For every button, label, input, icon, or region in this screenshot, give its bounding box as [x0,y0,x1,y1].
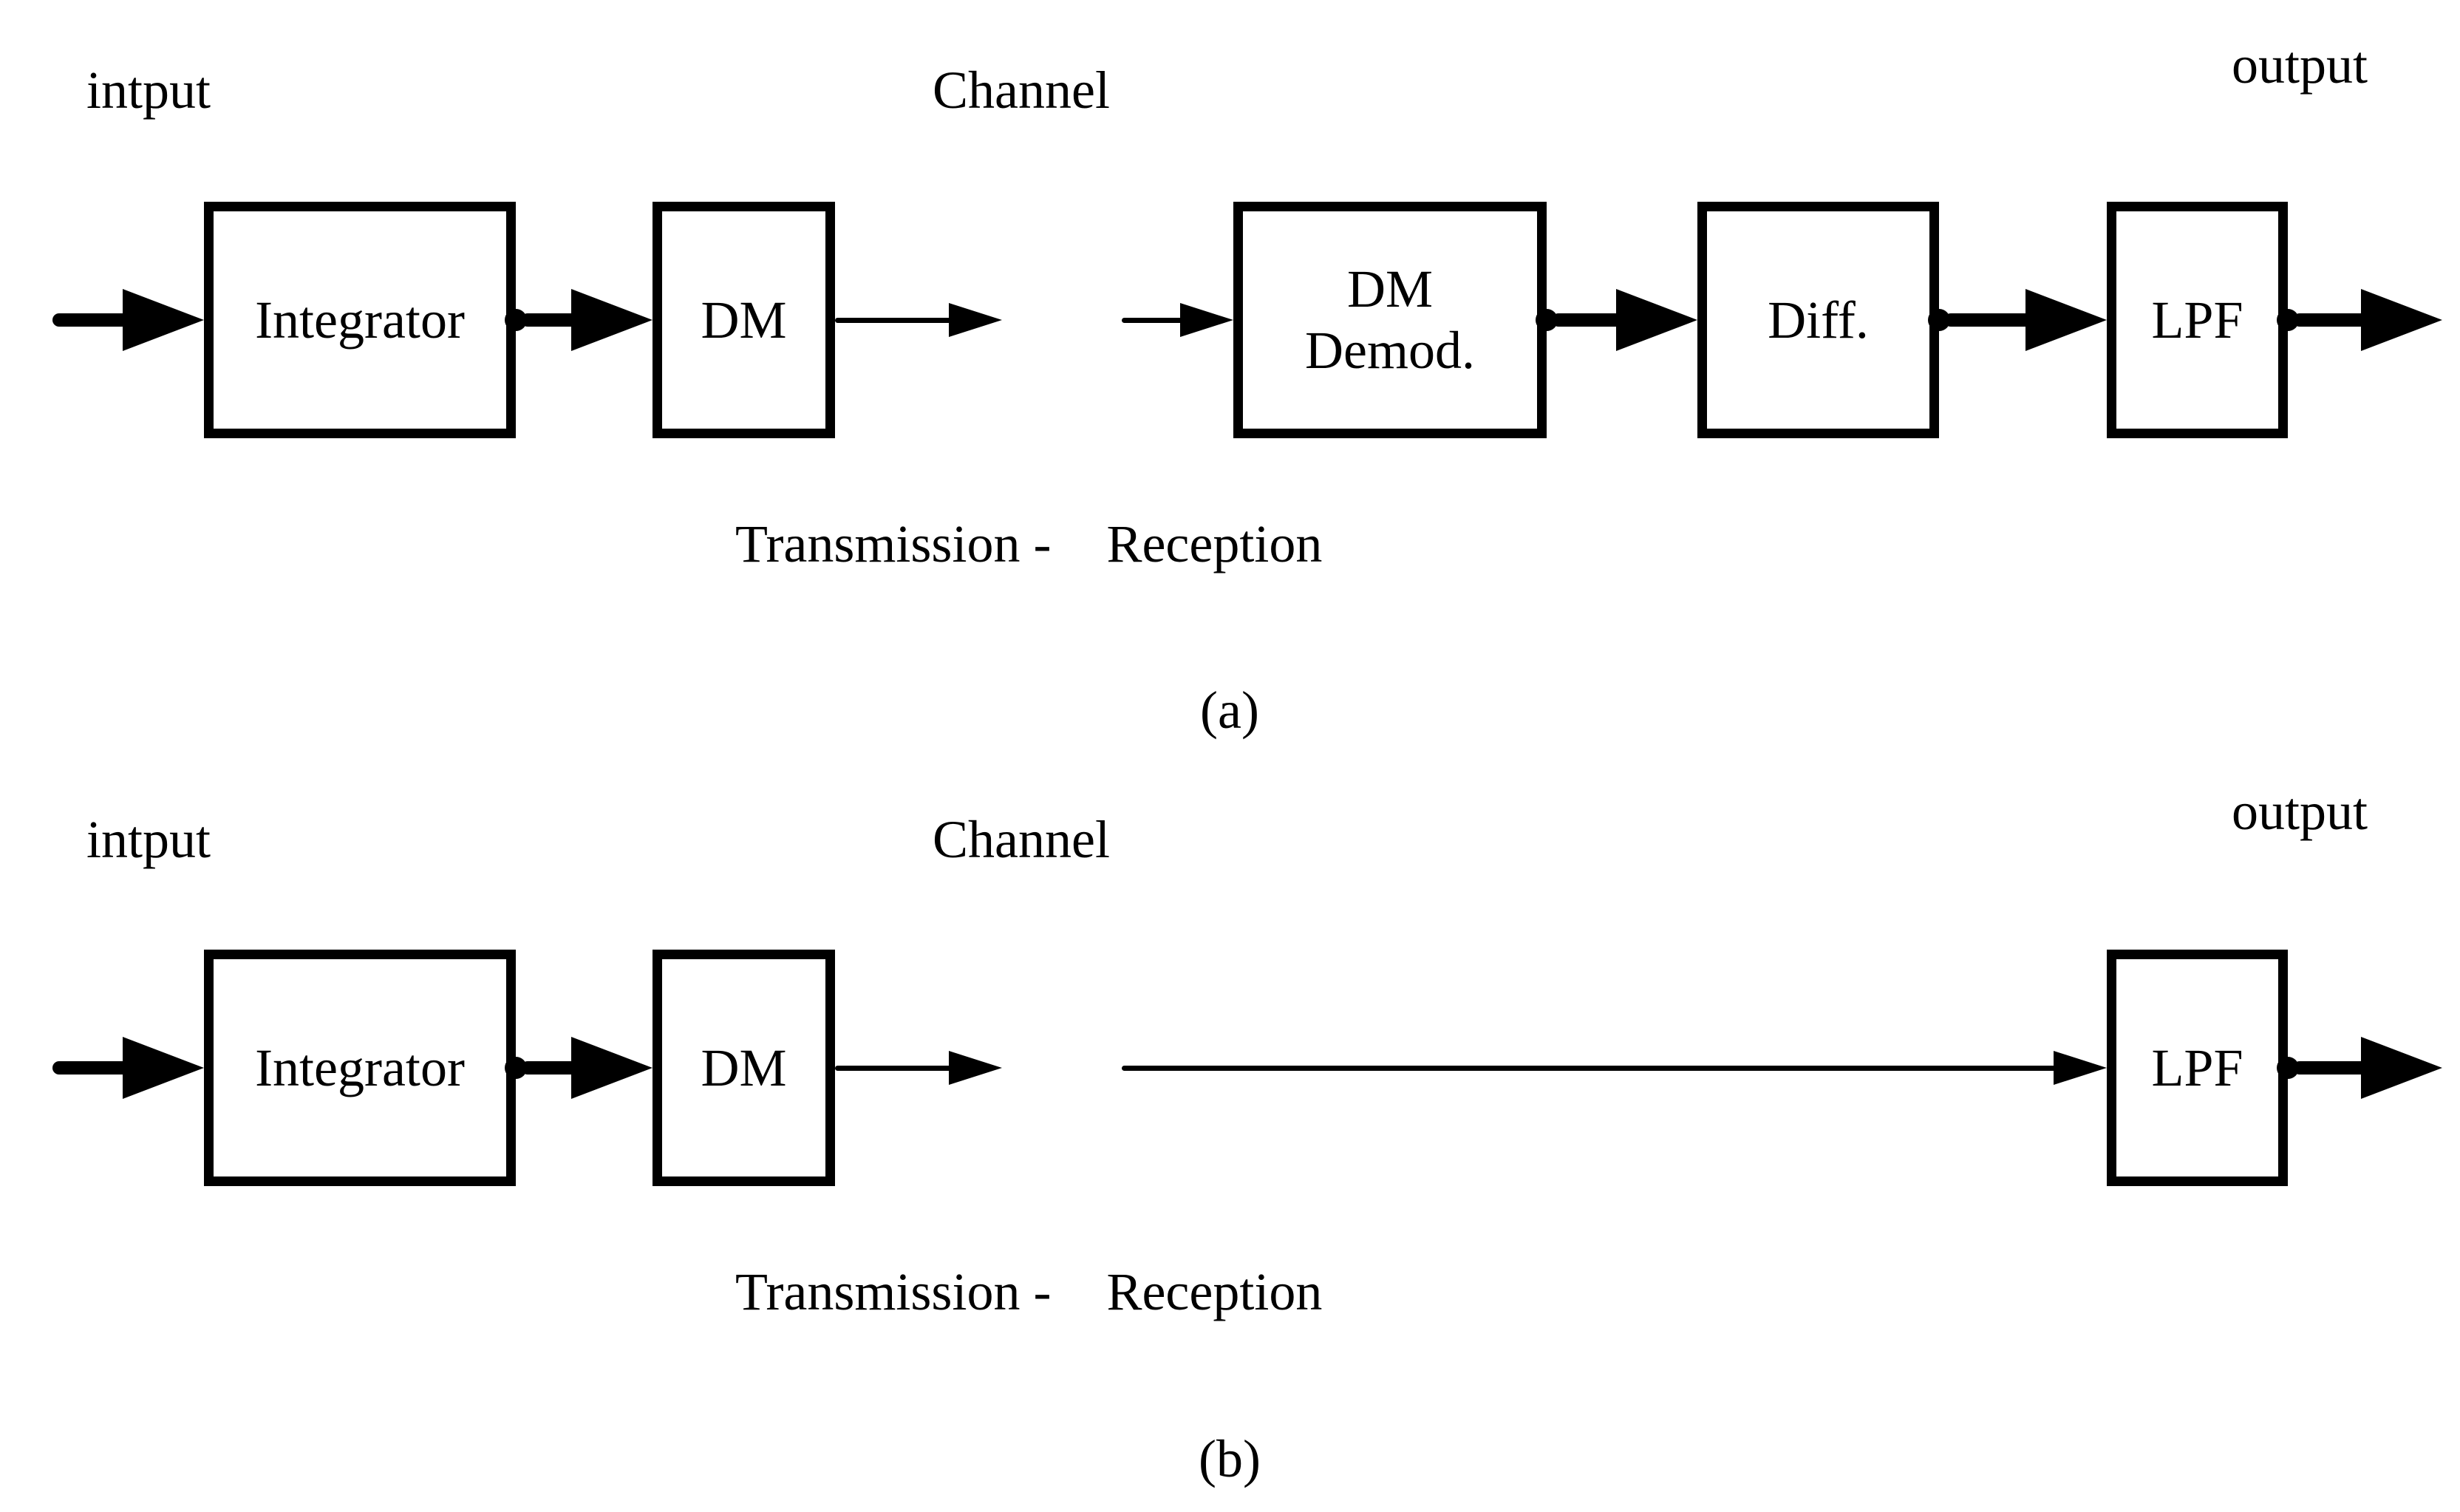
dm-block: DM [653,202,835,438]
dm-demod-block: DM Demod. [1233,202,1547,438]
channel-to-lpf-arrow [1122,1051,2107,1085]
diff-block-label: Diff. [1768,290,1869,350]
dm-to-channel-arrow [835,1051,1002,1085]
channel-to-demod-arrow [1122,303,1233,337]
output-arrow [2277,289,2442,351]
input-arrow [52,289,204,351]
transmission-label: Transmission - [735,1262,1052,1321]
integrator-to-dm-arrow [505,289,653,351]
output-label: output [2232,35,2368,95]
channel-label: Channel [933,61,1110,120]
stage-labels: Transmission - Reception [735,517,1322,571]
dm-block: DM [653,950,835,1186]
integrator-block: Integrator [204,950,516,1186]
dm-to-channel-arrow [835,303,1002,337]
caption-b: (b) [1199,1429,1261,1488]
lpf-block: LPF [2107,950,2288,1186]
diff-to-lpf-arrow [1928,289,2107,351]
integrator-block-label: Integrator [255,1038,465,1097]
reception-label: Reception [1106,514,1323,573]
channel-label: Channel [933,810,1110,869]
input-label: intput [86,61,211,120]
input-label: intput [86,810,211,869]
reception-label: Reception [1106,1262,1323,1321]
lpf-block: LPF [2107,202,2288,438]
output-arrow [2277,1037,2442,1099]
diff-block: Diff. [1697,202,1939,438]
transmission-label: Transmission - [735,514,1052,573]
dm-block-label: DM [701,290,787,350]
dm-demod-block-label-line1: DM [1346,259,1433,319]
integrator-block-label: Integrator [255,290,465,350]
dm-block-label: DM [701,1038,787,1097]
integrator-to-dm-arrow [505,1037,653,1099]
demod-to-diff-arrow [1536,289,1697,351]
stage-labels: Transmission - Reception [735,1265,1322,1318]
caption-a: (a) [1200,681,1259,740]
output-label: output [2232,782,2368,841]
input-arrow [52,1037,204,1099]
dm-demod-block-label-line2: Demod. [1305,321,1475,380]
lpf-block-label: LPF [2151,1038,2243,1097]
lpf-block-label: LPF [2151,290,2243,350]
